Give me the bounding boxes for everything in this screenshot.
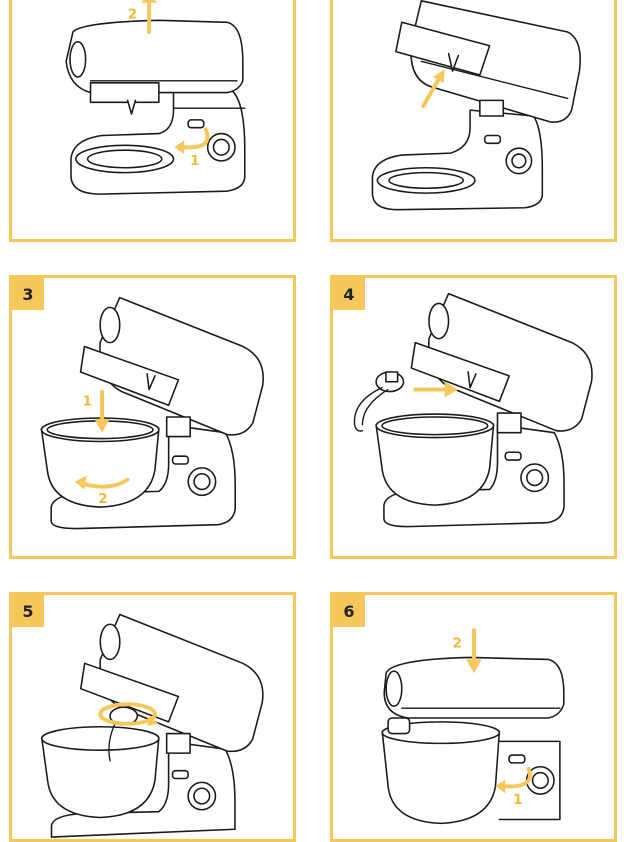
instruction-panel-step-3: 3 1 2	[9, 275, 296, 559]
stand-mixer-illustration	[50, 296, 264, 530]
step-2-illustration	[371, 0, 581, 211]
arrow-label-2: 2	[128, 6, 138, 22]
right-arrow-icon	[413, 381, 459, 398]
rotation-arrow-icon	[495, 766, 532, 794]
step-6-illustration: 2 1	[381, 628, 565, 825]
step-5-illustration	[40, 613, 264, 838]
instruction-panel-step-2	[330, 0, 617, 242]
arrow-label-1: 1	[83, 393, 93, 409]
instruction-panel-step-6: 6 2 1	[330, 592, 617, 842]
arrow-label-1: 1	[190, 153, 200, 169]
down-arrow-icon	[94, 389, 110, 433]
step-3-illustration: 1 2	[40, 296, 264, 530]
rotation-arrow-icon	[74, 475, 130, 490]
down-arrow-icon	[466, 628, 482, 674]
stand-mixer-illustration	[381, 656, 565, 825]
instruction-panel-step-1: 2 1	[9, 0, 296, 242]
arrow-label-1: 1	[513, 792, 523, 808]
stand-mixer-illustration	[65, 19, 246, 195]
arrow-label-2: 2	[453, 636, 463, 652]
step-number-badge: 3	[12, 278, 44, 310]
step-number-badge: 6	[333, 595, 365, 627]
step-1-illustration: 2 1	[65, 0, 246, 195]
step-4-illustration	[353, 292, 593, 528]
rotation-arrow-icon	[174, 127, 210, 155]
stand-mixer-illustration	[371, 0, 581, 211]
mixing-bowl-illustration	[375, 413, 495, 506]
up-arrow-icon	[141, 0, 157, 34]
diagonal-arrow-icon	[421, 69, 445, 109]
rotation-arrow-icon	[98, 702, 159, 726]
arrow-label-2: 2	[98, 491, 108, 507]
step-number-badge: 5	[12, 595, 44, 627]
step-number-badge: 4	[333, 278, 365, 310]
instruction-panel-step-5: 5	[9, 592, 296, 842]
mixing-bowl-illustration	[40, 721, 160, 819]
instruction-panel-step-4: 4	[330, 275, 617, 559]
dough-hook-illustration	[353, 371, 405, 432]
